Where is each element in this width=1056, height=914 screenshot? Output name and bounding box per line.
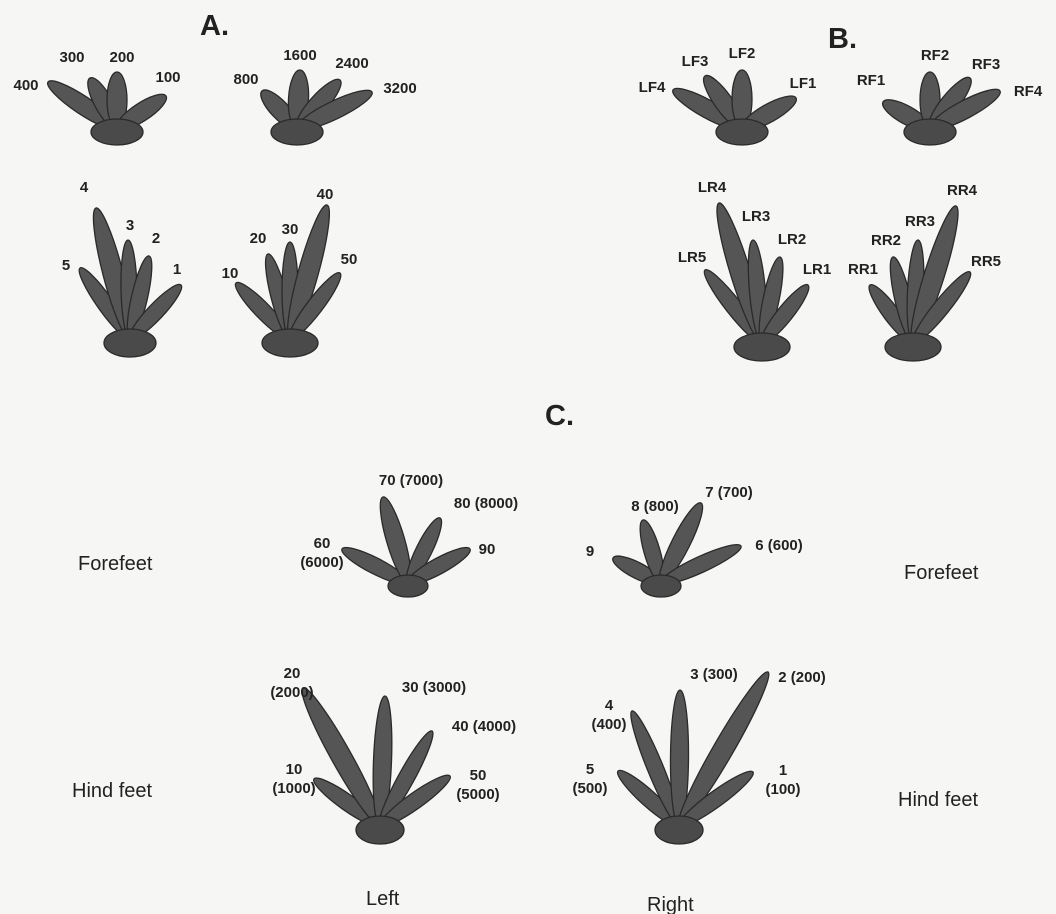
- toe-label: 1: [173, 261, 181, 278]
- a-hind-left: 5 4 3 21: [62, 179, 187, 357]
- toe-label: 200: [109, 49, 134, 66]
- toe-label: RR1: [848, 261, 878, 278]
- toe-label: LF3: [682, 53, 709, 70]
- toe-label: 10: [286, 761, 303, 778]
- toe-label: 60: [314, 535, 331, 552]
- section-b-label: B.: [828, 23, 857, 55]
- foot-pad: [641, 575, 681, 597]
- c-hind-right: 5 (500) 4 (400) 3 (300) 2 (200) 1 (100): [572, 666, 825, 844]
- toe-label: RF3: [972, 56, 1000, 73]
- toe-label: RF1: [857, 72, 885, 89]
- toe-label: RR4: [947, 182, 978, 199]
- toe-label: (1000): [272, 780, 315, 797]
- a-forefoot-left: 400 300 200 100: [13, 49, 180, 145]
- toe-label: LF2: [729, 45, 756, 62]
- toe-label: (5000): [456, 786, 499, 803]
- toe-label: 3 (300): [690, 666, 738, 683]
- toe-label: (6000): [300, 554, 343, 571]
- toe-label: 3200: [383, 80, 416, 97]
- toe-label: 2 (200): [778, 669, 826, 686]
- toe-label: 40: [317, 186, 334, 203]
- foot-pad: [262, 329, 318, 357]
- column-label-left: Left: [366, 888, 400, 910]
- toe-label: 1: [779, 762, 787, 779]
- toe-label: 10: [222, 265, 239, 282]
- foot-pad: [885, 333, 941, 361]
- toe-label: 50: [341, 251, 358, 268]
- toe-label: LF1: [790, 75, 817, 92]
- toe-label: (400): [591, 716, 626, 733]
- toe-label: 5: [586, 761, 594, 778]
- a-forefoot-right: 800 1600 2400 3200: [233, 47, 416, 145]
- foot-pad: [734, 333, 790, 361]
- toe-label: LR1: [803, 261, 831, 278]
- hind-feet-label-right: Hind feet: [898, 789, 978, 811]
- toe-label: LR2: [778, 231, 806, 248]
- toe-label: 20: [284, 665, 301, 682]
- toe-label: 1600: [283, 47, 316, 64]
- toe-label: 300: [59, 49, 84, 66]
- toe-label: 30: [282, 221, 299, 238]
- foot-pad: [388, 575, 428, 597]
- c-forefoot-right: 9 8 (800) 7 (700) 6 (600): [586, 484, 803, 597]
- toe-label: 2400: [335, 55, 368, 72]
- toe-label: 20: [250, 230, 267, 247]
- section-a-label: A.: [200, 10, 229, 42]
- toe-label: RF2: [921, 47, 949, 64]
- toe-label: 4: [605, 697, 614, 714]
- forefeet-label-right: Forefeet: [904, 562, 979, 584]
- toe-label: LF4: [639, 79, 666, 96]
- toe-label: 80 (8000): [454, 495, 518, 512]
- foot-pad: [91, 119, 143, 145]
- toe-label: 800: [233, 71, 258, 88]
- toe-label: 7 (700): [705, 484, 753, 501]
- toe-label: 40 (4000): [452, 718, 516, 735]
- foot-pad: [716, 119, 768, 145]
- section-c-label: C.: [545, 400, 574, 432]
- toe-label: (500): [572, 780, 607, 797]
- foot-pad: [104, 329, 156, 357]
- toe-label: LR5: [678, 249, 706, 266]
- toe-label: RR3: [905, 213, 935, 230]
- c-hind-left: 10 (1000) 20 (2000) 30 (3000) 40 (4000) 50 (500…: [270, 665, 516, 844]
- foot-pad: [904, 119, 956, 145]
- c-forefoot-left: 60 (6000) 70 (7000) 80 (8000) 90: [300, 472, 518, 597]
- foot-pad: [655, 816, 703, 844]
- a-hind-right: 10 20 30 40 50: [222, 186, 358, 357]
- toe-label: RR2: [871, 232, 901, 249]
- toe-label: LR4: [698, 179, 727, 196]
- column-label-right: Right: [647, 894, 694, 914]
- toe-label: 50: [470, 767, 487, 784]
- toe-label: 2: [152, 230, 160, 247]
- toe-label: RF4: [1014, 83, 1043, 100]
- foot-pad: [356, 816, 404, 844]
- toe-label: 6 (600): [755, 537, 803, 554]
- toe-label: (100): [765, 781, 800, 798]
- toe-label: LR3: [742, 208, 770, 225]
- toe-label: (2000): [270, 684, 313, 701]
- toe-label: 100: [155, 69, 180, 86]
- toe-label: 5: [62, 257, 70, 274]
- toe-label: 90: [479, 541, 496, 558]
- toe-label: 3: [126, 217, 134, 234]
- toe-label: 4: [80, 179, 89, 196]
- toe-label: 9: [586, 543, 594, 560]
- foot-pad: [271, 119, 323, 145]
- toe-label: 400: [13, 77, 38, 94]
- toe-label: 30 (3000): [402, 679, 466, 696]
- toe-label: RR5: [971, 253, 1001, 270]
- hind-feet-label-left: Hind feet: [72, 780, 152, 802]
- forefeet-label-left: Forefeet: [78, 553, 153, 575]
- toe-label: 70 (7000): [379, 472, 443, 489]
- toe-label: 8 (800): [631, 498, 679, 515]
